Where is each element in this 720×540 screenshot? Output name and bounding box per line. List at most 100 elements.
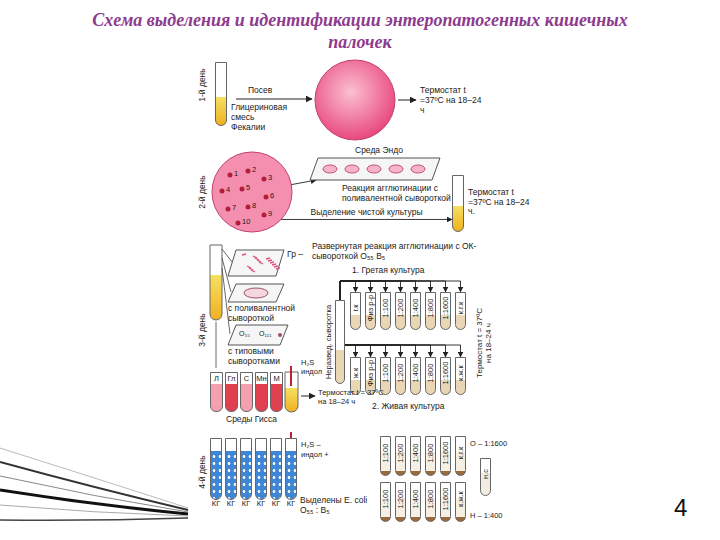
annotation: 2. Живая культура (372, 402, 444, 412)
node-label: 1:1600 (441, 487, 449, 510)
connector-arrow (291, 180, 316, 185)
annotation: 1-й день (198, 68, 208, 101)
test-tube: КГ (270, 438, 282, 500)
annotation: Н – 1:400 (470, 512, 503, 521)
test-tube: 1:400 (410, 482, 421, 522)
slide-outline (228, 325, 288, 345)
annotation: 3-й день (198, 313, 208, 346)
annotation: Реакция агглютинации с поливалентной сыв… (342, 184, 452, 204)
node-label: 1:800 (426, 444, 434, 463)
node-label: 1:800 (426, 490, 434, 509)
node-label: 1:1600 (441, 362, 449, 385)
node-label: 1:400 (411, 444, 419, 463)
connector-arrow (345, 345, 356, 357)
annotation: Среды Гисса (226, 415, 277, 425)
test-tube: 1:800 (425, 357, 436, 395)
node-label: 1:200 (396, 364, 404, 383)
node-label: 1:1600 (441, 441, 449, 464)
node-label: к.ж.к (456, 491, 464, 507)
test-tube: 1:100 (380, 292, 391, 330)
test-tube: г.к (350, 292, 361, 330)
test-tube: 1:400 (410, 357, 421, 395)
node-label: 1:400 (411, 299, 419, 318)
annotation: H₂S (301, 359, 314, 368)
test-tube: 1:400 (410, 292, 421, 330)
test-tube: 1:1600 (440, 436, 451, 476)
node-label: Глицериновая смесь (231, 103, 293, 122)
connector-arrow (345, 345, 416, 357)
glass-slide: с поливалентной сывороткой (228, 284, 284, 302)
test-tube: 1:800 (425, 292, 436, 330)
annotation: Выделены E. coli O₅₅ : B₅ (300, 496, 374, 516)
test-tube: 1:200 (395, 357, 406, 395)
annotation: Термостат t =37ºC на 18–24 ч (420, 86, 484, 115)
connector-arrow (345, 345, 371, 357)
title: Схема выделения и идентификации энтеропа… (90, 10, 630, 53)
test-tube: КГ (255, 438, 267, 500)
test-tube: к.г.к (455, 436, 466, 476)
test-tube: КГ (225, 438, 237, 500)
connector-arrow (340, 281, 386, 300)
petri-dish (212, 152, 292, 232)
node-label: Термостат t =37ºC на 18–24 ч. (468, 188, 538, 217)
node-label: г.к (351, 305, 359, 312)
annotation: Развернутая реакция агглютинации с ОК-сы… (312, 242, 490, 262)
node-label: н.с (481, 469, 489, 479)
petri-dish (315, 60, 395, 140)
node-label: к.ж.к (456, 365, 464, 381)
node-label: 1:1600 (441, 297, 449, 320)
indicator-strip (290, 366, 292, 386)
test-tube: Глицериновая смесьФекалии (215, 62, 227, 126)
callout-number: 4 (226, 186, 230, 194)
callout-number: 1 (234, 170, 238, 178)
node-label: КГ (227, 500, 235, 508)
callout-number: 2 (252, 166, 256, 174)
node-label: Мн (256, 375, 267, 383)
annotation: Термостат t = 37ºC на 18–24 ч (318, 389, 390, 406)
test-tube: к.ж.к (455, 482, 466, 522)
annotation: Термостат t = 37ºC на 18–24 ч (475, 303, 493, 383)
node-label: 1:800 (426, 299, 434, 318)
connector-arrow (345, 345, 446, 357)
connector-arrow (345, 345, 461, 357)
test-tube: Термостат t =37ºC на 18–24 ч. (452, 175, 464, 232)
connector-arrow (281, 219, 452, 220)
edge-label: Выделение чистой культуры (309, 208, 425, 218)
test-tube: 1:200 (395, 482, 406, 522)
node-label: С (241, 375, 252, 383)
callout-number: 9 (268, 210, 272, 218)
test-tube: н.с (480, 458, 491, 496)
test-tube: к.ж.к (455, 357, 466, 395)
test-tube: КГ (210, 438, 222, 500)
test-tube: М (270, 372, 283, 412)
slide-outline (310, 158, 440, 180)
annotation: индол (301, 368, 322, 377)
arrow (301, 396, 315, 397)
node-label: 1:100 (381, 364, 389, 383)
glass-slide: O₅₅O₁₁₁с типовыми сыворотками (228, 325, 288, 345)
callout-number: 10 (242, 218, 250, 226)
test-tube: Мн (255, 372, 268, 412)
callout-number: 3 (268, 174, 272, 182)
test-tube: 1:400 (410, 436, 421, 476)
test-tube: С (240, 372, 253, 412)
node-label: 1:200 (396, 299, 404, 318)
decor-swoosh (0, 448, 188, 520)
petri-dish: 12345678910 (212, 152, 292, 232)
node-label: O₁₁₁ (259, 330, 272, 338)
node-label: 1:100 (381, 299, 389, 318)
test-tube: 1:800 (425, 482, 436, 522)
annotation: O – 1:1600 (470, 440, 507, 449)
node-label: Физ р-р (366, 360, 374, 386)
arrow (236, 99, 312, 100)
glass-slide: Среда Эндо (310, 158, 440, 180)
node-label: Среда Эндо (355, 146, 403, 156)
annotation: 2-й день (198, 175, 208, 208)
callout-number: 8 (252, 202, 256, 210)
test-tube: 1:100 (380, 436, 391, 476)
annotation: H₂S – (301, 441, 321, 450)
node-label: КГ (257, 500, 265, 508)
test-tube: Неразвед. сыворотка (335, 300, 345, 384)
connector-arrow (345, 345, 431, 357)
test-tube: 1:100 (380, 482, 391, 522)
